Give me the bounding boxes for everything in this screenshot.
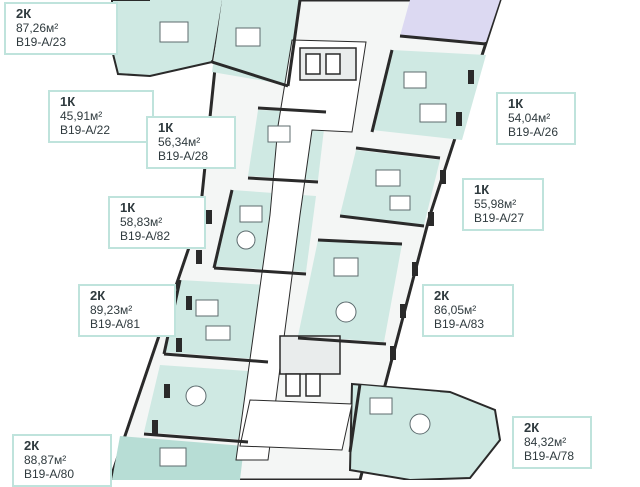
- unit-callout-b19-a-83[interactable]: 2К 86,05м² В19-А/83: [422, 284, 514, 337]
- unit-rooms: 2К: [434, 288, 450, 303]
- furniture: [159, 21, 447, 467]
- unit-area: 58,83м²: [120, 215, 163, 229]
- unit-rooms: 2К: [24, 438, 40, 453]
- unit-area: 56,34м²: [158, 135, 201, 149]
- unit-zone-27[interactable]: [340, 150, 440, 225]
- stair-bottom: [279, 335, 341, 375]
- elevator-top-1: [305, 53, 321, 75]
- unit-area: 84,32м²: [524, 435, 567, 449]
- unit-rooms: 1К: [158, 120, 174, 135]
- unit-callout-b19-a-82[interactable]: 1К 58,83м² В19-А/82: [108, 196, 206, 249]
- unit-number: В19-А/26: [508, 125, 559, 139]
- unit-number: В19-А/27: [474, 211, 525, 225]
- elevator-bottom-1: [285, 373, 301, 397]
- unit-callout-b19-a-80[interactable]: 2К 88,87м² В19-А/80: [12, 434, 112, 487]
- unit-rooms: 2К: [524, 420, 540, 435]
- unit-callout-b19-a-22[interactable]: 1К 45,91м² В19-А/22: [48, 90, 154, 143]
- unit-callout-b19-a-28[interactable]: 1К 56,34м² В19-А/28: [146, 116, 236, 169]
- window-marks: [152, 70, 474, 434]
- unit-callout-b19-a-26[interactable]: 1К 54,04м² В19-А/26: [496, 92, 576, 145]
- unit-rooms: 2К: [16, 6, 32, 21]
- unit-number: В19-А/28: [158, 149, 209, 163]
- elevator-top-2: [325, 53, 341, 75]
- unit-number: В19-А/22: [60, 123, 111, 137]
- unit-number: В19-А/83: [434, 317, 485, 331]
- building-core: [235, 39, 367, 461]
- unit-callout-b19-a-23[interactable]: 2К 87,26м² В19-А/23: [4, 2, 118, 55]
- unit-area: 55,98м²: [474, 197, 517, 211]
- unit-area: 89,23м²: [90, 303, 133, 317]
- unit-rooms: 1К: [508, 96, 524, 111]
- unit-number: В19-А/82: [120, 229, 171, 243]
- unit-rooms: 1К: [120, 200, 136, 215]
- unit-number: В19-А/80: [24, 467, 75, 481]
- unit-zone-highlight[interactable]: [400, 0, 500, 42]
- unit-rooms: 1К: [474, 182, 490, 197]
- unit-callout-b19-a-81[interactable]: 2К 89,23м² В19-А/81: [78, 284, 176, 337]
- unit-zone-83[interactable]: [298, 240, 402, 342]
- unit-callout-b19-a-27[interactable]: 1К 55,98м² В19-А/27: [462, 178, 544, 231]
- unit-area: 88,87м²: [24, 453, 67, 467]
- unit-area: 45,91м²: [60, 109, 103, 123]
- unit-rooms: 2К: [90, 288, 106, 303]
- elevator-bottom-2: [305, 373, 321, 397]
- unit-callout-b19-a-78[interactable]: 2К 84,32м² В19-А/78: [512, 416, 592, 469]
- unit-rooms: 1К: [60, 94, 76, 109]
- unit-number: В19-А/78: [524, 449, 575, 463]
- unit-area: 86,05м²: [434, 303, 477, 317]
- walls: [143, 0, 487, 453]
- unit-area: 87,26м²: [16, 21, 59, 35]
- unit-area: 54,04м²: [508, 111, 551, 125]
- unit-number: В19-А/23: [16, 35, 67, 49]
- corridor-bottom: [239, 399, 353, 451]
- unit-number: В19-А/81: [90, 317, 141, 331]
